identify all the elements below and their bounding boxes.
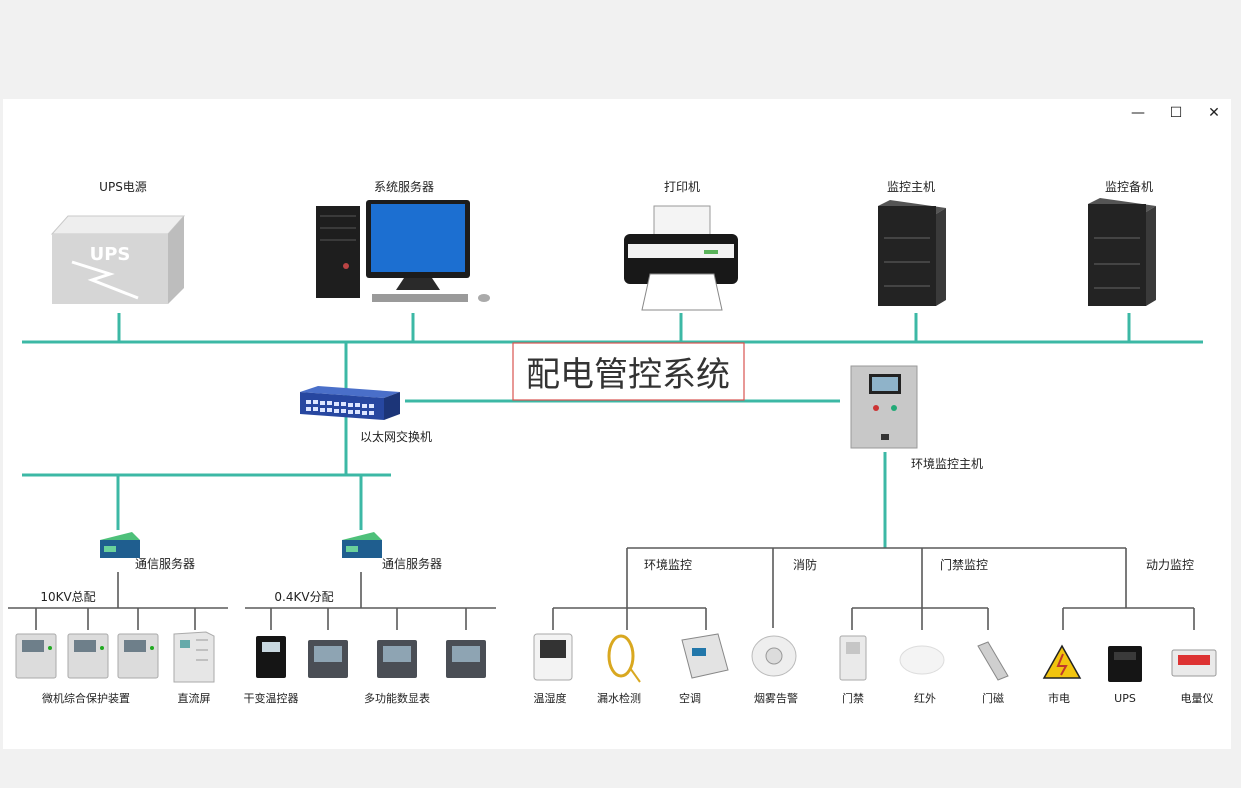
server-rack-icon[interactable] xyxy=(878,200,946,306)
ups-icon[interactable]: UPS xyxy=(50,215,186,304)
comm-server-1-label: 通信服务器 xyxy=(135,556,195,571)
env-device-label: 门磁 xyxy=(982,691,1004,705)
door-magnet-icon[interactable] xyxy=(977,641,1009,681)
category-access: 门禁监控 xyxy=(940,557,988,572)
multifunction-meter-icon[interactable] xyxy=(308,640,348,678)
env-device-label: 漏水检测 xyxy=(597,691,641,705)
env-device-label: 空调 xyxy=(679,691,701,705)
printer-icon[interactable] xyxy=(624,205,738,311)
protection-relay-icon[interactable] xyxy=(15,633,57,679)
infrared-sensor-icon[interactable] xyxy=(899,645,945,675)
bus-lines xyxy=(22,313,1203,548)
protection-label: 微机综合保护装置 xyxy=(42,691,130,705)
monitor-backup-label: 监控备机 xyxy=(1105,180,1153,194)
comm-server-icon[interactable] xyxy=(100,532,140,558)
env-device-label: 门禁 xyxy=(842,691,864,705)
bus-04kv-label: 0.4KV分配 xyxy=(274,590,333,604)
desktop-computer-icon[interactable] xyxy=(316,200,490,302)
multifunction-meter-icon[interactable] xyxy=(446,640,486,678)
server-label: 系统服务器 xyxy=(374,179,434,194)
monitor-main-label: 监控主机 xyxy=(887,180,935,194)
close-button[interactable]: ✕ xyxy=(1208,105,1220,121)
multifunction-meter-icon[interactable] xyxy=(377,640,417,678)
protection-relay-icon[interactable] xyxy=(67,633,109,679)
power-meter-icon[interactable] xyxy=(1171,649,1217,677)
env-device-label: 红外 xyxy=(914,692,936,705)
env-device-label: 温湿度 xyxy=(534,691,567,705)
diagram-title: 配电管控系统 xyxy=(526,355,730,395)
comm-server-icon[interactable] xyxy=(342,532,382,558)
category-env: 环境监控 xyxy=(644,557,692,572)
transformer-controller-icon[interactable] xyxy=(256,636,286,678)
server-rack-icon[interactable] xyxy=(1088,198,1156,306)
ups-badge-text: UPS xyxy=(90,244,131,265)
mains-power-icon[interactable] xyxy=(1042,644,1082,679)
env-host-label: 环境监控主机 xyxy=(911,456,983,471)
env-device-label: 烟雾告警 xyxy=(754,691,798,705)
minimize-button[interactable]: — xyxy=(1131,105,1145,121)
printer-label: 打印机 xyxy=(664,180,700,194)
env-device-label: 电量仪 xyxy=(1181,692,1214,705)
leak-detector-icon[interactable] xyxy=(607,634,641,683)
access-control-icon[interactable] xyxy=(839,635,867,681)
env-device-label: UPS xyxy=(1114,692,1136,705)
thermo-hygrometer-icon[interactable] xyxy=(533,633,573,681)
network-switch-icon[interactable] xyxy=(300,386,400,420)
smoke-detector-icon[interactable] xyxy=(751,635,797,677)
dc-panel-icon[interactable] xyxy=(173,631,215,683)
category-fire: 消防 xyxy=(793,557,817,572)
ups-label: UPS电源 xyxy=(99,180,147,194)
transformer-label: 干变温控器 xyxy=(244,691,299,705)
env-device-label: 市电 xyxy=(1048,691,1070,705)
control-cabinet-icon[interactable] xyxy=(850,365,918,449)
meter-label: 多功能数显表 xyxy=(364,691,430,705)
field-wiring xyxy=(8,547,1195,630)
title-box xyxy=(512,342,745,401)
category-power: 动力监控 xyxy=(1146,558,1194,572)
maximize-button[interactable]: ☐ xyxy=(1169,105,1183,121)
comm-server-2-label: 通信服务器 xyxy=(382,556,442,571)
ac-controller-icon[interactable] xyxy=(681,633,729,679)
dc-panel-label: 直流屏 xyxy=(178,691,211,705)
switch-label: 以太网交换机 xyxy=(360,429,432,444)
bus-10kv-label: 10KV总配 xyxy=(40,590,95,604)
protection-relay-icon[interactable] xyxy=(117,633,159,679)
ups-unit-icon[interactable] xyxy=(1108,646,1142,682)
